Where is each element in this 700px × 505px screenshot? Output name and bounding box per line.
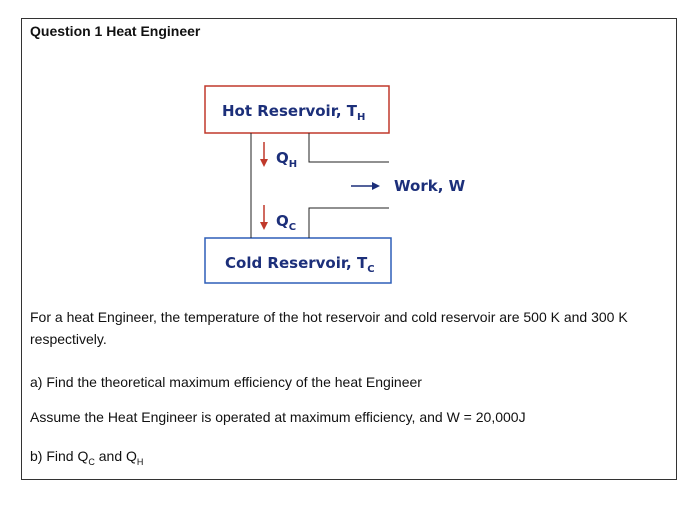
- heat-engine-diagram: Hot Reservoir, TH Cold Reservoir, TC QH …: [204, 85, 466, 284]
- part-b-sub-c: C: [88, 456, 95, 467]
- cold-reservoir-label: Cold Reservoir, TC: [225, 254, 375, 275]
- question-frame: Question 1 Heat Engineer Hot Reservoir, …: [21, 18, 677, 480]
- part-b-prefix: b) Find Q: [30, 448, 89, 464]
- work-arrow-head: [372, 182, 380, 190]
- qh-arrow-head: [260, 159, 268, 167]
- qh-label: QH: [276, 149, 297, 170]
- hot-reservoir-box: [204, 85, 390, 134]
- engine-top-work-line: [308, 133, 389, 163]
- hot-reservoir-label: Hot Reservoir, TH: [222, 102, 365, 123]
- cold-reservoir-box: [204, 237, 392, 284]
- part-b-mid: and Q: [94, 448, 137, 464]
- question-title: Question 1 Heat Engineer: [30, 23, 201, 39]
- part-a: a) Find the theoretical maximum efficien…: [30, 374, 422, 390]
- assumption: Assume the Heat Engineer is operated at …: [30, 409, 526, 425]
- qc-arrow-head: [260, 222, 268, 230]
- part-b: b) Find QC and QH: [30, 445, 143, 473]
- engine-bottom-work-line: [308, 207, 389, 238]
- work-label: Work, W: [394, 177, 466, 195]
- problem-statement: For a heat Engineer, the temperature of …: [30, 309, 628, 347]
- part-b-sub-h: H: [136, 456, 144, 467]
- qc-label: QC: [276, 212, 296, 233]
